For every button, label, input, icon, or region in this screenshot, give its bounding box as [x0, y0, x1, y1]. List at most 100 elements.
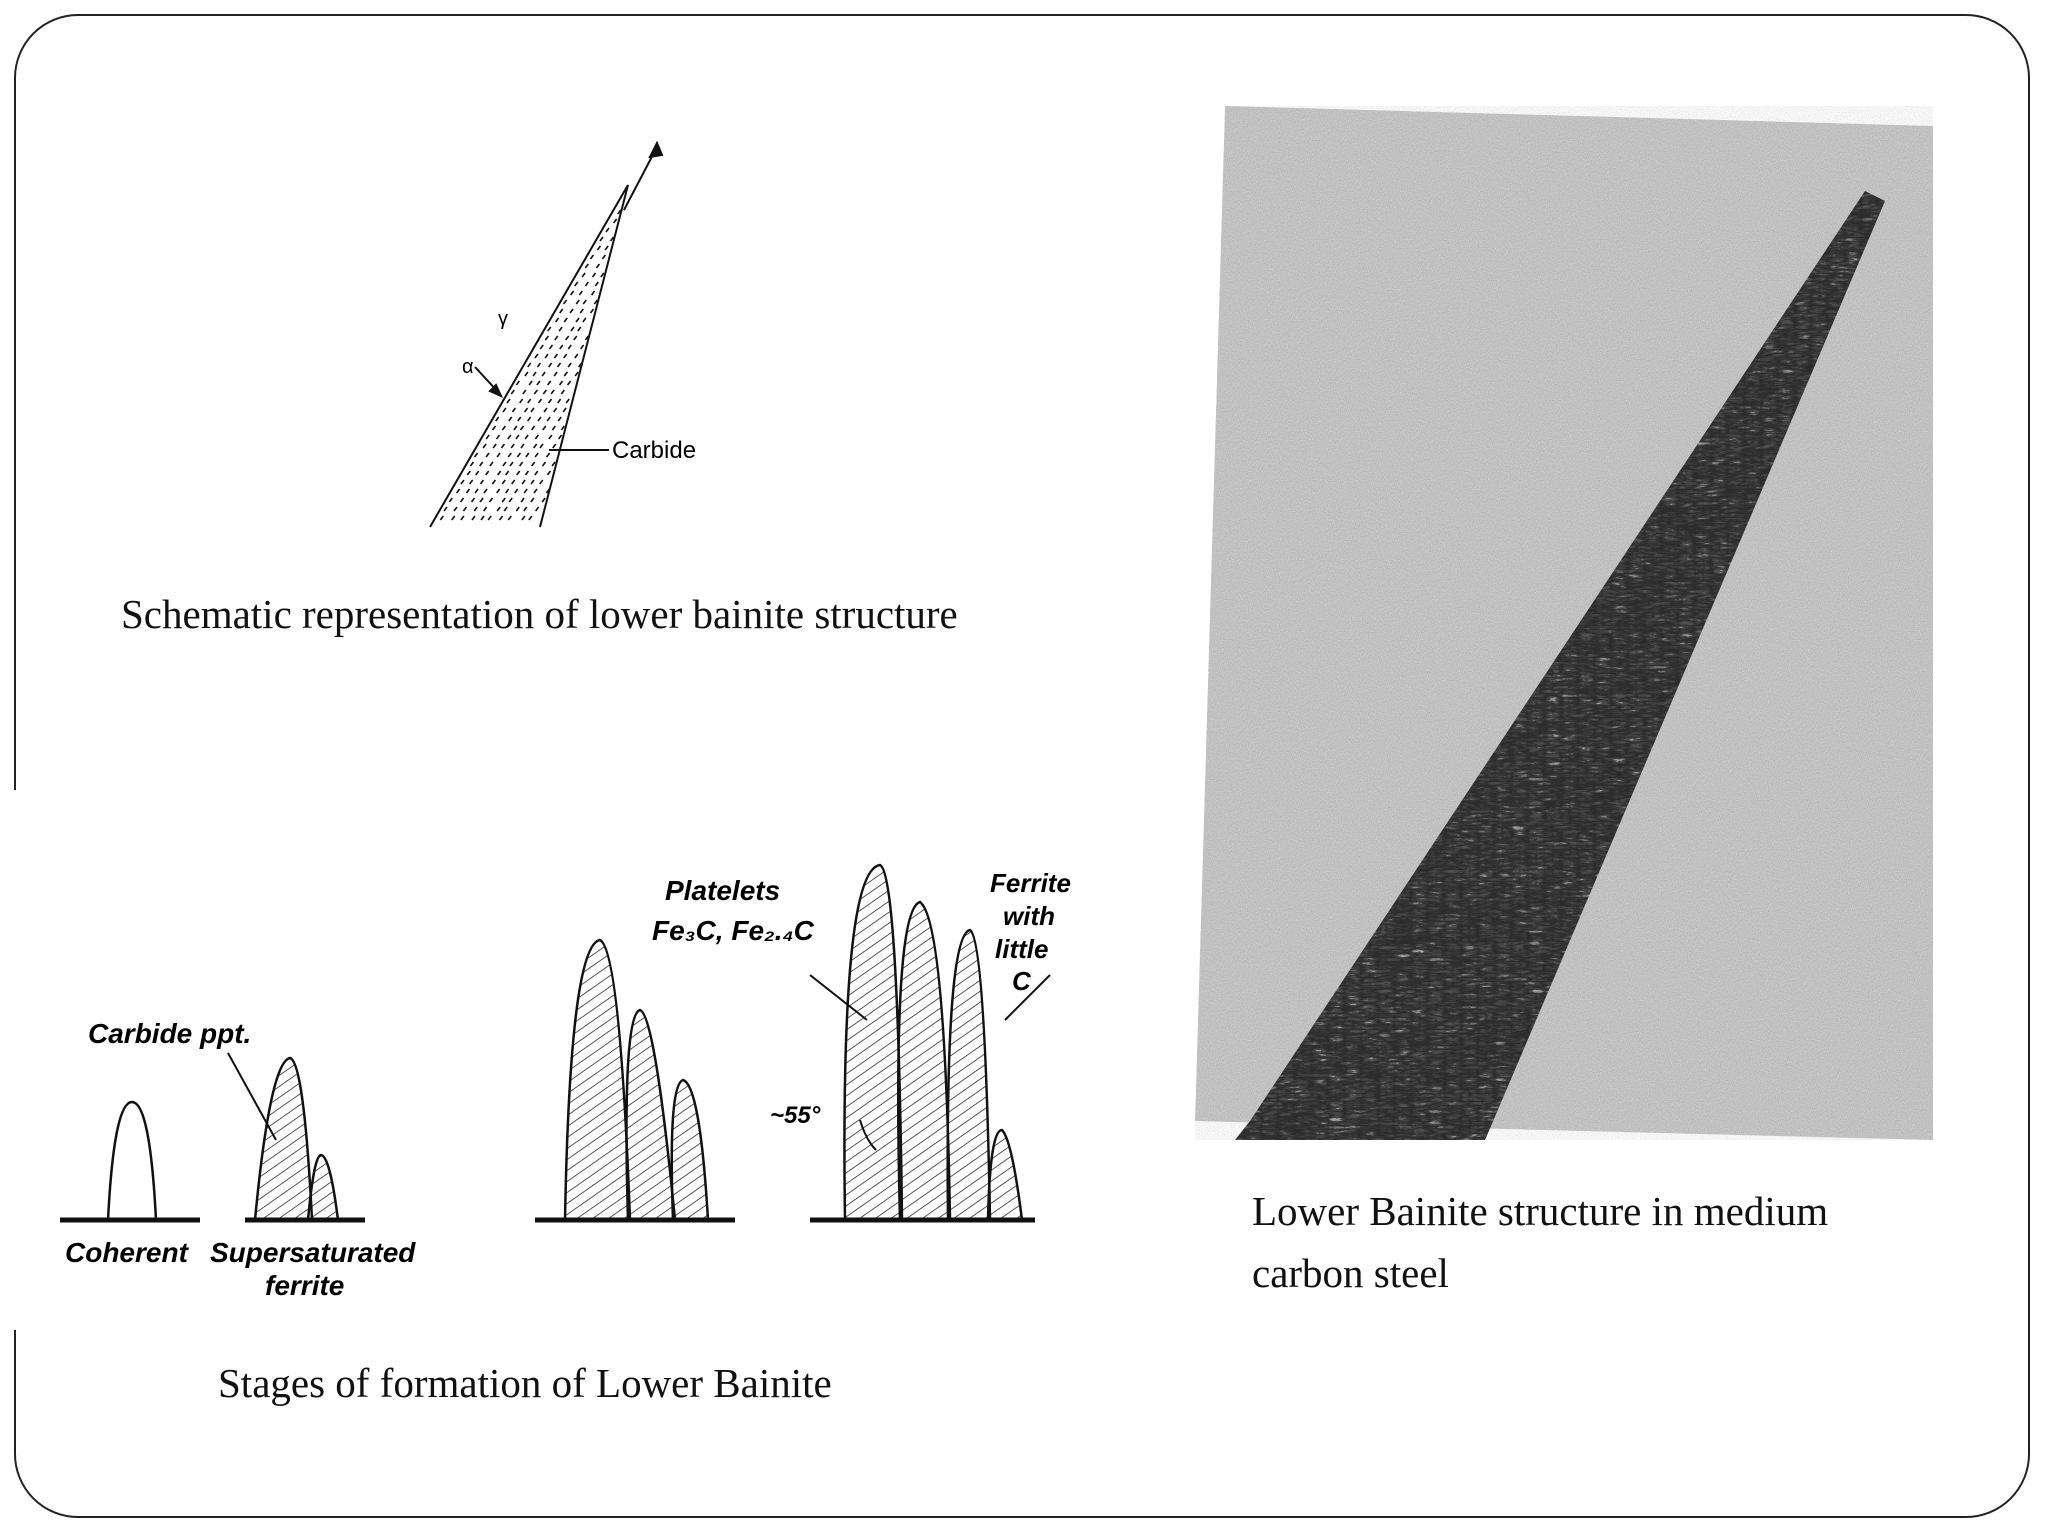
- carbide-dash: [439, 515, 444, 521]
- carbide-dash: [482, 443, 487, 449]
- carbide-dash: [539, 443, 544, 449]
- carbide-dash: [596, 245, 602, 251]
- carbide-dash: [532, 371, 537, 377]
- carbide-dash: [508, 497, 513, 503]
- carbide-dash: [536, 362, 542, 368]
- carbide-dash: [510, 389, 515, 395]
- carbide-dash: [519, 398, 524, 404]
- carbide-dash: [460, 515, 465, 521]
- carbide-dash: [504, 470, 510, 476]
- carbide-dash: [480, 515, 485, 521]
- carbide-dash: [524, 371, 529, 377]
- carbide-dash: [465, 488, 471, 494]
- carbide-dash: [541, 371, 546, 377]
- carbide-dash: [557, 398, 562, 404]
- carbide-dash: [459, 497, 465, 503]
- carbide-dash: [515, 434, 520, 440]
- carbide-dash: [530, 425, 536, 431]
- carbide-dash: [448, 497, 453, 503]
- carbide-dash: [579, 344, 585, 350]
- carbide-dash: [565, 335, 570, 341]
- stage3-plate-1: [563, 938, 632, 1222]
- carbide-dash: [533, 443, 538, 449]
- carbide-dash: [530, 407, 535, 413]
- carbide-dash: [537, 398, 543, 404]
- carbide-dashes: [439, 209, 622, 521]
- carbide-dash: [582, 299, 587, 305]
- carbide-dash: [593, 299, 599, 305]
- carbide-dash: [515, 506, 520, 512]
- carbide-dash: [577, 326, 582, 332]
- angle-arc: [859, 1119, 877, 1151]
- carbide-dash: [496, 506, 501, 512]
- carbide-dash: [501, 479, 506, 485]
- carbide-dash: [582, 317, 587, 323]
- carbide-dash: [485, 452, 490, 458]
- platelets-label: Platelets: [665, 875, 780, 906]
- carbide-dash: [524, 434, 529, 440]
- carbide-dash: [575, 299, 580, 305]
- platelets-formula: Fe₃C, Fe₂.₄C: [652, 915, 815, 946]
- carbide-dash: [491, 425, 497, 431]
- carbide-dash: [567, 344, 572, 350]
- carbide-dash: [485, 470, 490, 476]
- carbide-dash: [544, 335, 550, 341]
- carbide-dash: [518, 461, 524, 467]
- carbide-dash: [525, 452, 530, 458]
- stage4-plate-4: [986, 1128, 1024, 1222]
- carbide-dash: [542, 389, 547, 395]
- carbide-dash: [523, 506, 528, 512]
- carbide-dash: [574, 371, 579, 377]
- carbide-dash: [557, 434, 563, 440]
- carbide-dash: [551, 425, 556, 431]
- micrograph-image: [1195, 106, 1933, 1140]
- ferrite-plate-large: [253, 1056, 314, 1222]
- carbide-dash: [556, 362, 562, 368]
- ferrite-plate-small: [306, 1153, 340, 1221]
- carbide-dash: [558, 326, 563, 332]
- carbide-dash: [573, 335, 578, 341]
- carbide-dash: [604, 245, 609, 251]
- carbide-dash: [500, 443, 506, 449]
- stage4-plate-1: [843, 863, 904, 1222]
- carbide-dash: [520, 497, 525, 503]
- carbide-dash: [544, 353, 549, 359]
- carbide-dash: [589, 254, 595, 260]
- carbide-dash: [523, 407, 529, 413]
- carbide-dash: [507, 452, 512, 458]
- ferrite-with-label-2: with: [1003, 901, 1055, 931]
- carbide-dash: [547, 398, 553, 404]
- carbide-dash: [589, 308, 595, 314]
- alpha-label: α: [462, 356, 474, 378]
- carbide-dash: [510, 443, 515, 449]
- carbide-dash: [584, 281, 589, 287]
- stage4-plate-2: [896, 900, 952, 1222]
- schematic-caption: Schematic representation of lower bainit…: [121, 591, 958, 637]
- carbide-label: Carbide: [612, 437, 696, 464]
- carbide-dash: [503, 506, 508, 512]
- carbide-dash: [547, 326, 552, 332]
- carbide-dash: [460, 479, 465, 485]
- carbide-dash: [543, 407, 548, 413]
- carbide-dash: [443, 506, 448, 512]
- carbide-dash: [523, 488, 528, 494]
- carbide-dash: [584, 263, 589, 269]
- carbide-dash: [526, 416, 532, 422]
- carbide-dash: [612, 218, 618, 224]
- carbide-dash: [567, 362, 572, 368]
- carbide-dash: [546, 380, 552, 386]
- carbide-dash: [451, 515, 456, 521]
- ferrite-label: ferrite: [265, 1270, 344, 1301]
- carbide-dash: [498, 515, 504, 521]
- carbide-dash: [470, 497, 476, 503]
- carbide-dash: [565, 398, 570, 404]
- carbide-dash: [534, 452, 539, 458]
- carbide-dash: [462, 506, 468, 512]
- carbide-dash: [554, 317, 560, 323]
- carbide-dash: [497, 470, 502, 476]
- carbide-dash: [605, 227, 610, 233]
- gamma-label: γ: [498, 308, 508, 330]
- carbide-dash: [501, 497, 506, 503]
- carbide-dash: [534, 434, 539, 440]
- carbide-dash: [600, 272, 605, 278]
